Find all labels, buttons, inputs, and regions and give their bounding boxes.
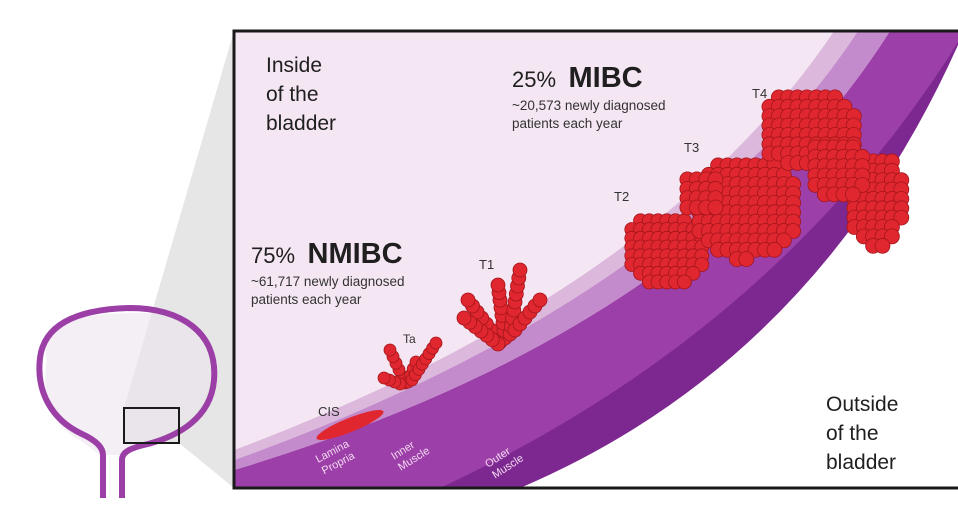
svg-text:patients each year: patients each year bbox=[251, 292, 362, 307]
svg-text:~61,717 newly diagnosed: ~61,717 newly diagnosed bbox=[251, 274, 405, 289]
tumor-t4 bbox=[761, 89, 910, 254]
tumor-t2 bbox=[624, 213, 710, 290]
layer-inner-muscle bbox=[234, 31, 890, 488]
inside-label: Inside of the bladder bbox=[266, 54, 336, 135]
mibc-label: 25% MIBC ~20,573 newly diagnosed patient… bbox=[512, 62, 666, 131]
inside-region bbox=[234, 31, 834, 450]
bladder-fill bbox=[45, 312, 211, 455]
layer-outer-muscle bbox=[234, 31, 958, 488]
svg-text:~20,573 newly diagnosed: ~20,573 newly diagnosed bbox=[512, 98, 666, 113]
cis-lesion bbox=[316, 410, 384, 440]
svg-text:75% NMIBC: 75% NMIBC bbox=[251, 238, 403, 270]
zoom-box bbox=[123, 407, 180, 444]
bladder-illustration bbox=[36, 305, 218, 498]
stage-label-t1: T1 bbox=[479, 257, 494, 272]
svg-text:25% MIBC: 25% MIBC bbox=[512, 62, 643, 94]
outside-label: Outside of the bladder bbox=[826, 393, 904, 474]
tumor-cis bbox=[316, 410, 384, 440]
tumor-t3 bbox=[679, 157, 801, 268]
stage-label-t3: T3 bbox=[684, 140, 699, 155]
tumor-ta bbox=[377, 336, 443, 391]
zoomed-tissue bbox=[234, 31, 958, 488]
nmibc-label: 75% NMIBC ~61,717 newly diagnosed patien… bbox=[251, 238, 405, 307]
tumor-t1 bbox=[456, 262, 548, 352]
svg-text:patients each year: patients each year bbox=[512, 116, 623, 131]
tumors bbox=[316, 89, 910, 440]
zoom-frame bbox=[232, 29, 958, 490]
stage-label-ta: Ta bbox=[403, 332, 416, 346]
stage-label-t2: T2 bbox=[614, 189, 629, 204]
stage-label-t4: T4 bbox=[752, 86, 767, 101]
stage-label-cis: CIS bbox=[318, 404, 340, 419]
